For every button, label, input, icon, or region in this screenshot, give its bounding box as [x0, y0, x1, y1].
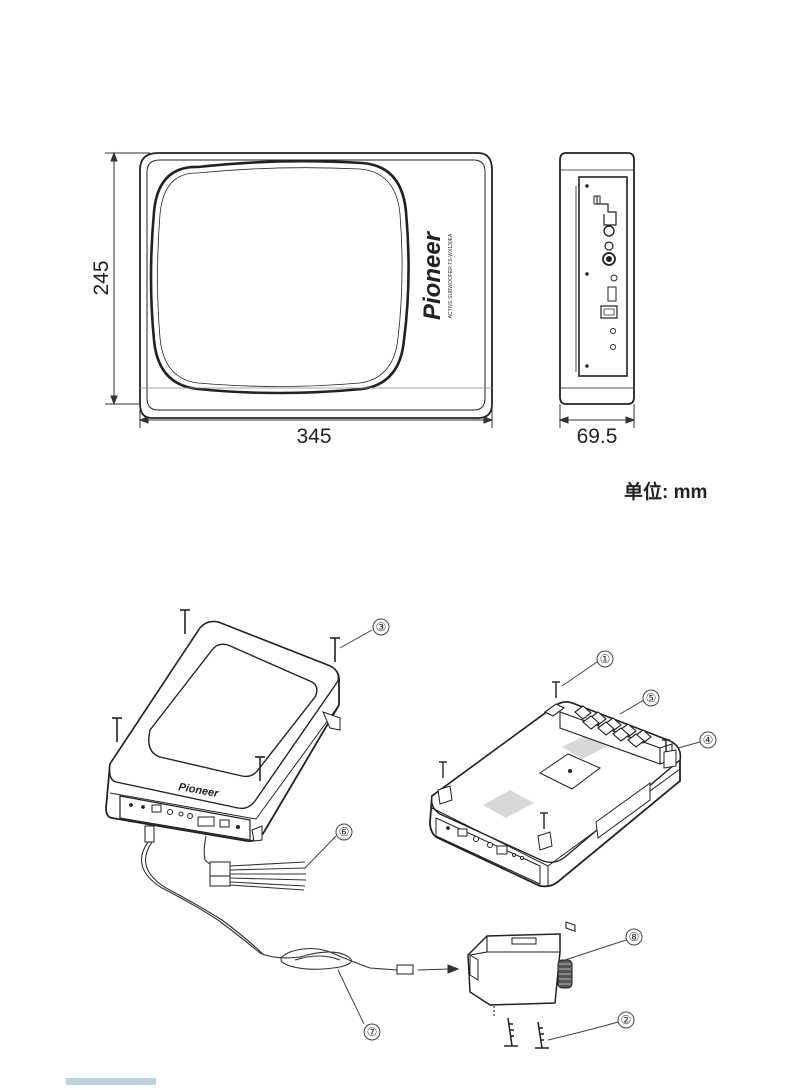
label-patch-2: [483, 790, 534, 818]
remote-cable: [140, 825, 414, 975]
callout-1-circle: [596, 650, 614, 668]
front-view: [139, 152, 493, 419]
screws-1: [439, 681, 670, 829]
callout-leaders: [304, 629, 701, 1041]
front-outer-case: [139, 152, 493, 419]
callout-2-circle: [617, 1011, 635, 1029]
wire-harness: [203, 835, 307, 891]
depth-dimension: [558, 404, 636, 428]
callout-5: ⑤: [646, 691, 657, 705]
bottom-accent-bar: [66, 1078, 156, 1085]
brand-logo: Pioneer ACTIVE SUBWOOFER TS-WX130EA: [419, 230, 454, 320]
callout-8-circle: [625, 928, 643, 946]
brand-model-line: ACTIVE SUBWOOFER TS-WX130EA: [448, 233, 454, 318]
callout-numbers: ③ ① ⑤ ④ ⑥ ⑦ ⑧ ②: [339, 620, 714, 1039]
callout-3: ③: [376, 620, 387, 634]
arrow-to-remote: [417, 964, 460, 974]
screw-3-group: [112, 609, 340, 781]
callout-4: ④: [703, 733, 714, 747]
front-inner-edge: [146, 159, 486, 411]
brand-name: Pioneer: [419, 230, 446, 320]
bass-remote: [467, 933, 573, 1018]
front-grille: [149, 159, 410, 395]
callout-5-circle: [642, 689, 660, 707]
unit-label: 单位: mm: [624, 480, 707, 503]
callout-7: ⑦: [367, 1025, 378, 1039]
callout-2: ②: [621, 1013, 632, 1027]
callout-8: ⑧: [629, 930, 640, 944]
callout-1: ①: [600, 652, 611, 666]
depth-label: 69.5: [577, 425, 618, 448]
callout-6: ⑥: [339, 825, 350, 839]
side-view: [559, 152, 635, 405]
callout-3-circle: [372, 618, 390, 636]
width-dimension: [138, 404, 494, 428]
callout-4-circle: [699, 731, 717, 749]
callout-markers: [335, 618, 717, 1041]
mounting-bracket: [543, 703, 673, 933]
callout-6-circle: [335, 823, 353, 841]
callout-7-circle: [363, 1023, 381, 1041]
side-panel: [578, 176, 628, 377]
height-dimension: [105, 151, 150, 406]
subwoofer-perspective: Pioneer: [105, 620, 341, 842]
width-label: 345: [296, 425, 331, 448]
height-label: 245: [90, 260, 113, 295]
top-grille: [148, 643, 318, 778]
screws-2: [504, 1017, 549, 1049]
